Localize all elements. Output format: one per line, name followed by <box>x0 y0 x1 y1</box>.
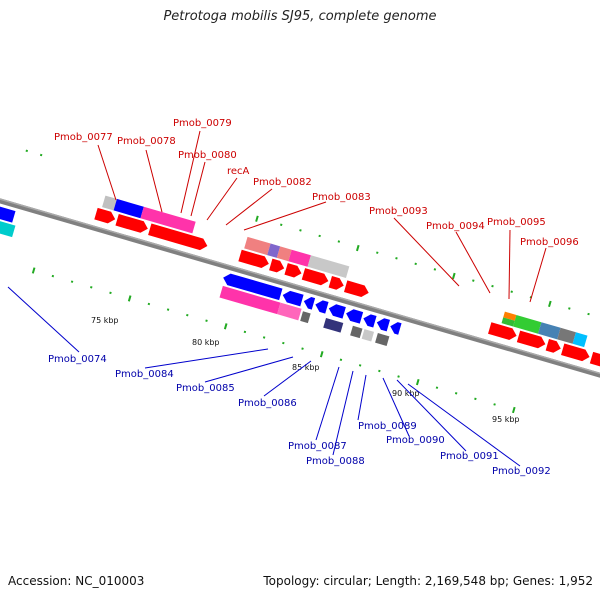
forward-cds <box>238 249 269 268</box>
forward-cds <box>284 263 302 278</box>
reverse-cds <box>328 304 346 319</box>
reverse-cds <box>390 322 402 335</box>
gene-label-pmob-0087: Pmob_0087 <box>288 441 347 452</box>
gene-label-reca: recA <box>227 166 250 177</box>
forward-cds <box>545 339 561 353</box>
forward-cds <box>589 351 600 369</box>
forward-cds-lane <box>94 207 600 369</box>
forward-cds <box>148 223 208 251</box>
reverse-cds <box>315 300 329 314</box>
gene-label-pmob-0090: Pmob_0090 <box>386 435 445 446</box>
forward-cds <box>269 258 285 273</box>
reverse-cds <box>282 290 304 307</box>
forward-feature-lane <box>102 195 588 348</box>
gene-label-pmob-0093: Pmob_0093 <box>369 206 428 217</box>
gene-label-pmob-0078: Pmob_0078 <box>117 136 176 147</box>
lower-tick-row <box>31 267 516 414</box>
forward-leader-lines <box>97 130 547 303</box>
gene-label-pmob-0091: Pmob_0091 <box>440 451 499 462</box>
gene-label-pmob-0094: Pmob_0094 <box>426 221 485 232</box>
gene-label-pmob-0088: Pmob_0088 <box>306 456 365 467</box>
reverse-cds <box>363 314 377 328</box>
reverse-cds <box>303 297 316 310</box>
gene-label-pmob-0086: Pmob_0086 <box>238 398 297 409</box>
forward-cds <box>94 207 116 224</box>
scale-label-95: 95 kbp <box>492 415 520 424</box>
reverse-cds <box>223 273 283 301</box>
reverse-cds <box>346 309 364 324</box>
forward-cds <box>115 214 148 233</box>
forward-cds <box>488 322 517 340</box>
scale-label-90: 90 kbp <box>392 389 420 398</box>
gene-label-pmob-0084: Pmob_0084 <box>115 369 174 380</box>
gene-label-pmob-0095: Pmob_0095 <box>487 217 546 228</box>
gene-label-pmob-0077: Pmob_0077 <box>54 132 113 143</box>
forward-cds <box>561 343 590 362</box>
reverse-leader-lines <box>7 286 521 467</box>
gene-label-pmob-0074: Pmob_0074 <box>48 354 107 365</box>
reverse-cds <box>376 318 391 332</box>
scale-label-80: 80 kbp <box>192 338 220 347</box>
reverse-cds-lane <box>0 204 402 346</box>
scale-label-85: 85 kbp <box>292 363 320 372</box>
reverse-cds <box>0 204 16 223</box>
genome-stats-label: Topology: circular; Length: 2,169,548 bp… <box>263 574 593 588</box>
gene-label-pmob-0085: Pmob_0085 <box>176 383 235 394</box>
gene-label-pmob-0092: Pmob_0092 <box>492 466 551 477</box>
map-title: Petrotoga mobilis SJ95, complete genome <box>163 9 437 24</box>
forward-cds <box>343 280 369 297</box>
gene-label-pmob-0096: Pmob_0096 <box>520 237 579 248</box>
scale-label-75: 75 kbp <box>91 316 119 325</box>
forward-cds <box>516 330 546 349</box>
upper-tick-row <box>25 149 590 316</box>
forward-cds <box>328 275 344 290</box>
gene-label-pmob-0083: Pmob_0083 <box>312 192 371 203</box>
gene-label-pmob-0079: Pmob_0079 <box>173 118 232 129</box>
gene-label-pmob-0080: Pmob_0080 <box>178 150 237 161</box>
gene-label-pmob-0089: Pmob_0089 <box>358 421 417 432</box>
forward-cds <box>301 268 329 286</box>
gene-label-pmob-0082: Pmob_0082 <box>253 177 312 188</box>
accession-label: Accession: NC_010003 <box>8 574 145 588</box>
